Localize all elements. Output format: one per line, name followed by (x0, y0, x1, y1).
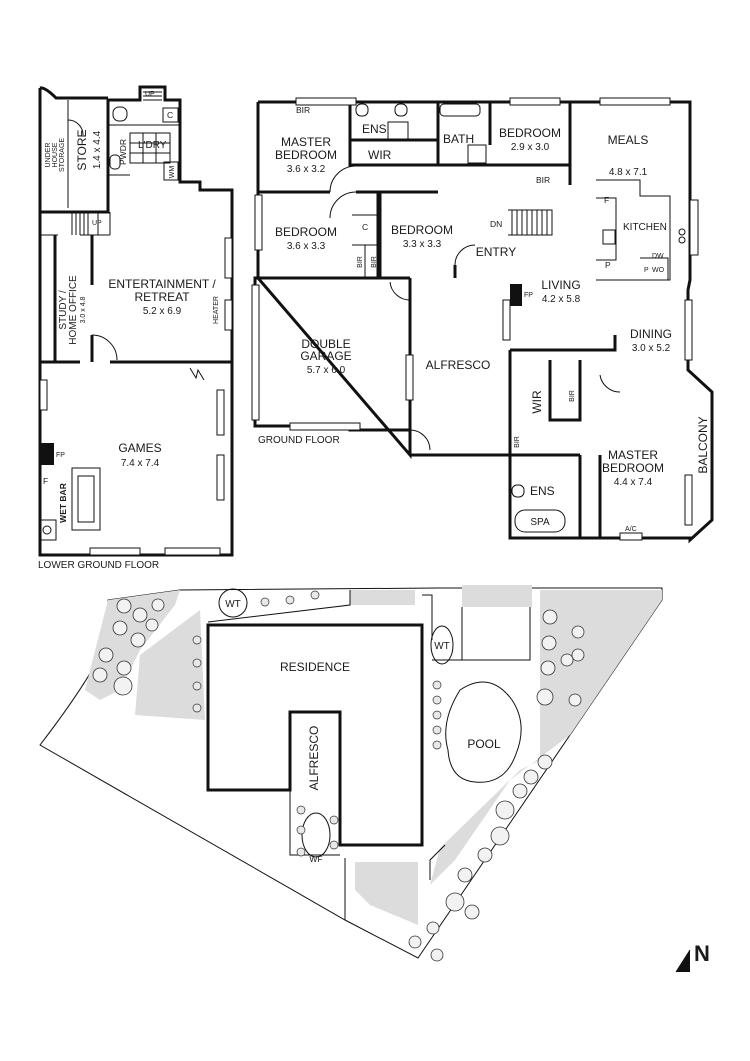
dining-dimensions: 3.0 x 5.2 (632, 343, 671, 354)
master-bedroom-2-label-1: MASTER (608, 448, 658, 462)
heater-label: HEATER (213, 296, 220, 324)
north-arrow-label: N (694, 941, 710, 966)
kitchen-label: KITCHEN (623, 222, 667, 233)
site-alfresco-label: ALFRESCO (307, 726, 321, 791)
lower-ground-floor-plan: STORE 1.4 x 4.4 UNDER HOUSE STORAGE PWDR… (38, 85, 234, 571)
spa-label: SPA (530, 517, 550, 528)
ground-floor-plan: BIR MASTER BEDROOM 3.6 x 3.2 ENS WIR BAT… (251, 97, 714, 544)
air-conditioner-label: A/C (625, 526, 637, 533)
shrubs (192, 590, 442, 857)
residence-label: RESIDENCE (280, 660, 350, 674)
pool-label: POOL (467, 737, 501, 751)
ensuite-label-2: ENS (530, 484, 555, 498)
entertainment-dimensions: 5.2 x 6.9 (143, 306, 182, 317)
fireplace-label: FP (56, 452, 65, 459)
water-feature-label: WF (309, 854, 322, 864)
stair-up-label-1: UP (145, 91, 155, 98)
master-bedroom-label-2: BEDROOM (275, 148, 337, 162)
dishwasher-label: DW (652, 253, 664, 260)
water-tank-label-2: WT (434, 641, 450, 652)
ensuite-label: ENS (362, 122, 387, 136)
study-label-1: STUDY / (58, 290, 69, 329)
bedroom-b-dimensions: 3.6 x 3.3 (287, 241, 326, 252)
alfresco-label: ALFRESCO (426, 358, 491, 372)
living-dimensions: 4.2 x 5.8 (542, 294, 581, 305)
entry-label: ENTRY (476, 245, 516, 259)
ground-floor-title: GROUND FLOOR (258, 435, 340, 446)
site-plan: RESIDENCE ALFRESCO POOL WT WT WF (39, 585, 663, 962)
study-label-2: HOME OFFICE (68, 275, 79, 345)
cupboard-label-ground: C (362, 222, 368, 232)
bedroom-c-dimensions: 3.3 x 3.3 (403, 239, 442, 250)
trees (92, 598, 585, 962)
bedroom-label-a: BEDROOM (499, 126, 561, 140)
store-dimensions: 1.4 x 4.4 (92, 130, 103, 169)
wir-label: WIR (368, 148, 392, 162)
bath-label: BATH (443, 132, 474, 146)
games-label: GAMES (118, 441, 161, 455)
bir-label-1: BIR (296, 105, 310, 115)
under-house-label-1: UNDER (45, 143, 52, 168)
stair-up-label-2: UP (92, 220, 102, 227)
meals-dimensions: 4.8 x 7.1 (609, 167, 648, 178)
games-dimensions: 7.4 x 7.4 (121, 458, 160, 469)
stair-down-label: DN (490, 219, 502, 229)
master-bedroom-2-dimensions: 4.4 x 7.4 (614, 477, 653, 488)
wir-label-2: WIR (530, 390, 544, 414)
cupboard-label: C (167, 110, 173, 120)
store-label: STORE (75, 129, 89, 170)
study-dimensions: 3.0 x 4.8 (80, 296, 87, 323)
pantry-label-2: P (644, 267, 649, 274)
master-bedroom-dimensions: 3.6 x 3.2 (287, 164, 326, 175)
balcony-label: BALCONY (696, 416, 710, 473)
bir-label-6: BIR (514, 436, 521, 448)
wet-bar-label: WET BAR (58, 483, 68, 523)
fridge-label-ground: F (604, 195, 609, 205)
bir-label-4: BIR (371, 256, 378, 268)
double-garage-label-2: GARAGE (300, 349, 351, 363)
bir-label-3: BIR (357, 256, 364, 268)
laundry-label: L'DRY (138, 140, 167, 151)
lower-ground-floor-title: LOWER GROUND FLOOR (38, 560, 159, 571)
pantry-label-1: P (605, 260, 611, 270)
meals-label: MEALS (608, 133, 649, 147)
entertainment-label-1: ENTERTAINMENT / (108, 277, 216, 291)
water-tank-label-1: WT (225, 599, 241, 610)
fireplace-label-ground: FP (524, 292, 533, 299)
double-garage-label-1: DOUBLE (301, 337, 350, 351)
bedroom-label-c: BEDROOM (391, 223, 453, 237)
master-bedroom-2-label-2: BEDROOM (602, 461, 664, 475)
powder-room-label: PWDR (118, 139, 128, 165)
dining-label: DINING (630, 327, 672, 341)
living-label: LIVING (541, 278, 580, 292)
bedroom-a-dimensions: 2.9 x 3.0 (511, 142, 550, 153)
wall-oven-label: WO (652, 267, 665, 274)
under-house-label-3: STORAGE (59, 138, 66, 172)
north-arrow: N (675, 941, 710, 973)
washing-machine-label: WM (169, 166, 176, 179)
bir-label-2: BIR (536, 175, 550, 185)
entertainment-label-2: RETREAT (134, 290, 190, 304)
double-garage-dimensions: 5.7 x 6.0 (307, 365, 346, 376)
fridge-label: F (43, 476, 48, 486)
under-house-label-2: HOUSE (52, 142, 59, 167)
master-bedroom-label-1: MASTER (281, 135, 331, 149)
bir-label-5: BIR (569, 390, 576, 402)
bedroom-label-b: BEDROOM (275, 225, 337, 239)
